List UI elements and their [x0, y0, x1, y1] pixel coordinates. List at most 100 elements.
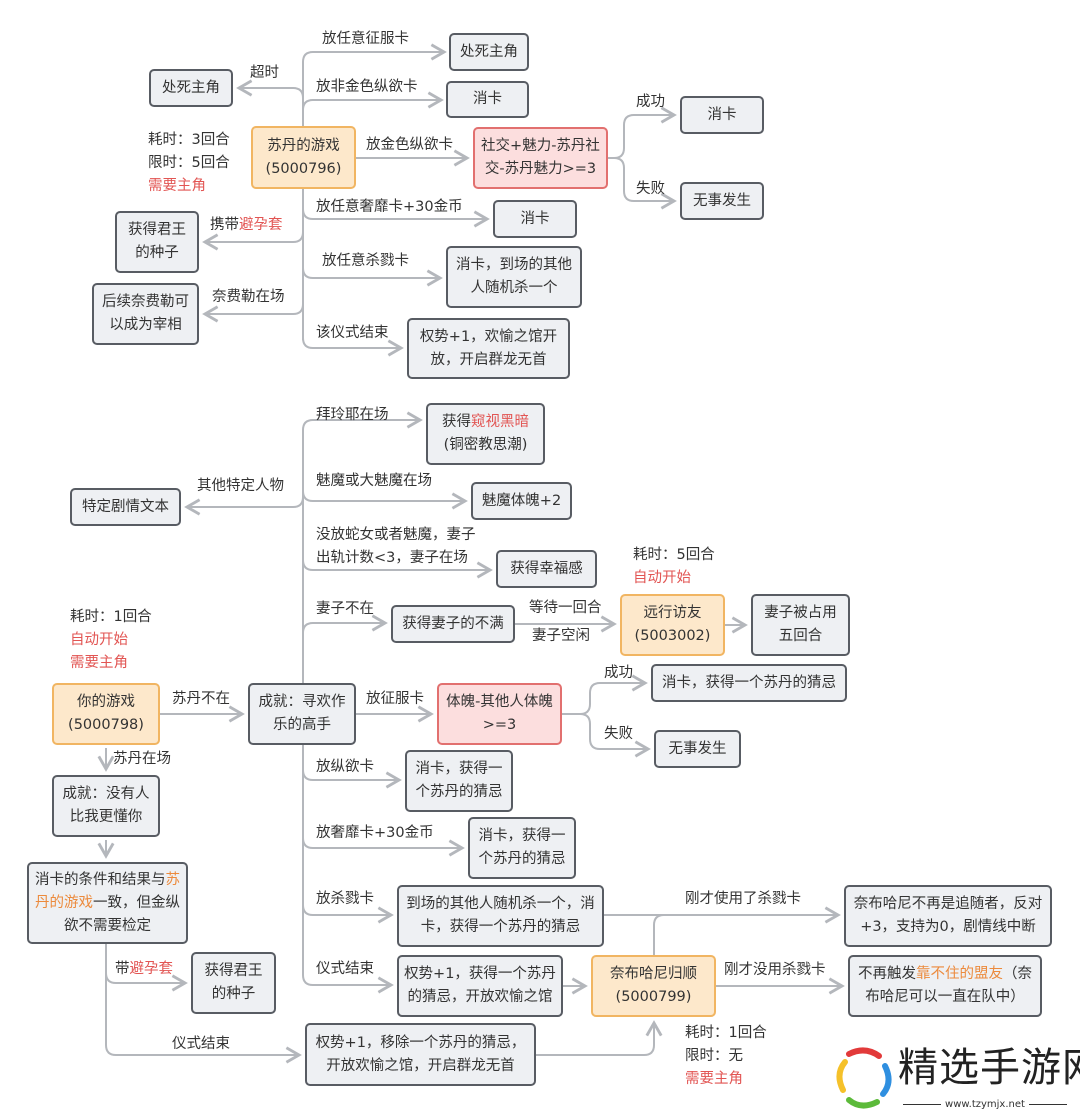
- node-text: 特定剧情文本: [82, 498, 169, 515]
- node-your-game: 你的游戏 (5000798): [52, 683, 160, 745]
- node-text: 权势+1，欢愉之馆开放，开启群龙无首: [419, 328, 558, 368]
- node-text: 到场的其他人随机杀一个，消卡，获得一个苏丹的猜忌: [406, 896, 595, 935]
- node-text: 处死主角: [460, 43, 518, 60]
- node-nobody-knows-you: 成就：没有人比我更懂你: [52, 775, 160, 837]
- label-luxury: 放任意奢靡卡+30金币: [316, 199, 463, 215]
- node-wife-unhappy: 获得妻子的不满: [391, 605, 515, 643]
- node-happiness: 获得幸福感: [496, 550, 597, 588]
- watermark-url: www.tzymjx.net: [895, 1099, 1075, 1111]
- node-text: 处死主角: [162, 79, 220, 96]
- node-execute-protagonist-left: 处死主角: [149, 69, 233, 107]
- node-succubus-result: 魅魔体魄+2: [471, 482, 572, 520]
- node-highlight: 靠不住的盟友: [916, 966, 1003, 982]
- node-text: 魅魔体魄+2: [481, 492, 562, 509]
- travel-auto: 自动开始: [633, 570, 691, 586]
- node-text: 体魄-其他人体魄>=3: [446, 694, 553, 733]
- nabu-requirement: 需要主角: [685, 1071, 743, 1087]
- label-used-kill: 刚才使用了杀戮卡: [685, 891, 801, 907]
- node-text: 无事发生: [693, 192, 751, 209]
- node-pleasure-master: 成就：寻欢作乐的高手: [248, 683, 356, 745]
- node-id: (5000799): [615, 989, 692, 1005]
- node-text: 获得幸福感: [510, 560, 583, 577]
- node-title: 你的游戏: [77, 694, 135, 710]
- node-text: 获得君王的种子: [128, 222, 186, 261]
- node-text: 不再触发: [858, 966, 916, 982]
- node-id: (5000798): [68, 717, 144, 733]
- label-text: 带: [115, 961, 130, 977]
- label-bailing: 拜玲耶在场: [316, 407, 389, 423]
- sultan-game-requirement: 需要主角: [148, 178, 206, 194]
- label-sultan-present: 苏丹在场: [113, 751, 171, 767]
- sultan-game-limit: 限时：5回合: [148, 155, 230, 171]
- label-condom-2: 带避孕套: [115, 959, 173, 979]
- node-king-seed: 获得君王的种子: [115, 211, 199, 273]
- your-game-auto: 自动开始: [70, 632, 128, 648]
- node-luxury-result: 消卡，获得一个苏丹的猜忌: [468, 817, 576, 879]
- your-game-requirement: 需要主角: [70, 655, 128, 671]
- node-text: 奈布哈尼不再是追随者，反对+3，支持为0，剧情线中断: [853, 896, 1043, 935]
- label-gold: 放金色纵欲卡: [366, 137, 453, 153]
- watermark: 精选手游网 www.tzymjx.net: [835, 1046, 1080, 1118]
- node-text: 消卡，到场的其他人随机杀一个: [456, 257, 572, 296]
- watermark-name: 精选手游网: [898, 1045, 1080, 1091]
- node-king-seed-2: 获得君王的种子: [191, 952, 276, 1014]
- node-text: 消卡，获得一个苏丹的猜忌: [415, 761, 503, 800]
- node-text: 获得君王的种子: [204, 963, 263, 1002]
- label-kill-2: 放杀戮卡: [316, 891, 374, 907]
- node-kill-random: 消卡，到场的其他人随机杀一个: [446, 246, 582, 308]
- watermark-logo-icon: [836, 1047, 892, 1109]
- node-power-3: 权势+1，移除一个苏丹的猜忌，开放欢愉之馆，开启群龙无首: [305, 1023, 536, 1086]
- label-condom: 携带避孕套: [210, 215, 283, 235]
- node-nabuhani-leaves: 奈布哈尼不再是追随者，反对+3，支持为0，剧情线中断: [844, 885, 1052, 947]
- node-text: 后续奈费勒可以成为宰相: [102, 294, 189, 333]
- node-text: 权势+1，获得一个苏丹的猜忌，开放欢愉之馆: [404, 966, 556, 1005]
- node-text: 无事发生: [668, 740, 727, 757]
- label-wife-absent: 妻子不在: [316, 601, 374, 617]
- node-social-charm-check: 社交+魅力-苏丹社交-苏丹魅力>=3: [473, 127, 608, 189]
- label-nafeile: 奈费勒在场: [212, 289, 285, 305]
- label-other-chars: 其他特定人物: [197, 478, 284, 494]
- label-end-2: 仪式结束: [316, 961, 374, 977]
- label-conquer: 放任意征服卡: [322, 31, 409, 47]
- nabu-cost: 耗时：1回合: [685, 1025, 767, 1041]
- node-id: (5003002): [634, 628, 711, 644]
- label-text: 携带: [210, 217, 239, 233]
- label-lust: 放纵欲卡: [316, 759, 374, 775]
- label-success-2: 成功: [604, 665, 633, 681]
- node-power-up: 权势+1，欢愉之馆开放，开启群龙无首: [407, 318, 570, 379]
- node-wife-taken: 妻子被占用五回合: [751, 594, 850, 656]
- node-success-result: 消卡，获得一个苏丹的猜忌: [651, 664, 847, 702]
- label-end-3: 仪式结束: [172, 1036, 230, 1052]
- label-wait: 等待一回合: [529, 600, 602, 616]
- node-id: (5000796): [265, 160, 342, 177]
- label-no-snake-2: 出轨计数<3，妻子在场: [316, 550, 468, 566]
- node-highlight: 苏丹的游戏: [35, 871, 180, 911]
- label-fail: 失败: [636, 181, 665, 197]
- node-sultan-game: 苏丹的游戏(5000796): [251, 126, 356, 189]
- label-no-snake-1: 没放蛇女或者魅魔，妻子: [316, 527, 476, 543]
- sultan-game-cost: 耗时：3回合: [148, 132, 230, 148]
- node-text: （奈布哈尼可以一直在队中）: [865, 966, 1032, 1005]
- node-discard-success: 消卡: [680, 96, 764, 134]
- node-power-2: 权势+1，获得一个苏丹的猜忌，开放欢愉之馆: [397, 955, 563, 1017]
- node-text: 消卡的条件和结果与: [35, 871, 166, 888]
- node-text: (铜密教思潮): [443, 437, 528, 453]
- label-kill: 放任意杀戮卡: [322, 253, 409, 269]
- node-text: 消卡，获得一个苏丹的猜忌: [478, 828, 566, 867]
- nabu-limit: 限时：无: [685, 1048, 743, 1064]
- node-text: 妻子被占用五回合: [764, 605, 837, 644]
- node-text: 权势+1，移除一个苏丹的猜忌，开放欢愉之馆，开启群龙无首: [315, 1034, 526, 1074]
- node-highlight: 窥视黑暗: [471, 414, 529, 430]
- node-text: 获得: [442, 414, 471, 430]
- label-conquer-2: 放征服卡: [366, 691, 424, 707]
- label-succubus: 魅魔或大魅魔在场: [316, 473, 432, 489]
- node-special-text: 特定剧情文本: [70, 488, 181, 526]
- node-discard-nongold: 消卡: [446, 81, 529, 118]
- node-text: 消卡: [520, 210, 550, 227]
- node-nabuhani-stays: 不再触发靠不住的盟友（奈布哈尼可以一直在队中）: [848, 955, 1042, 1017]
- node-physique-check: 体魄-其他人体魄>=3: [437, 683, 562, 745]
- node-execute-protagonist-right: 处死主角: [449, 33, 529, 71]
- node-text: 获得妻子的不满: [402, 615, 504, 632]
- node-discard-conditions: 消卡的条件和结果与苏丹的游戏一致，但金纵欲不需要检定: [27, 862, 188, 944]
- node-nothing-happens-2: 无事发生: [654, 730, 741, 768]
